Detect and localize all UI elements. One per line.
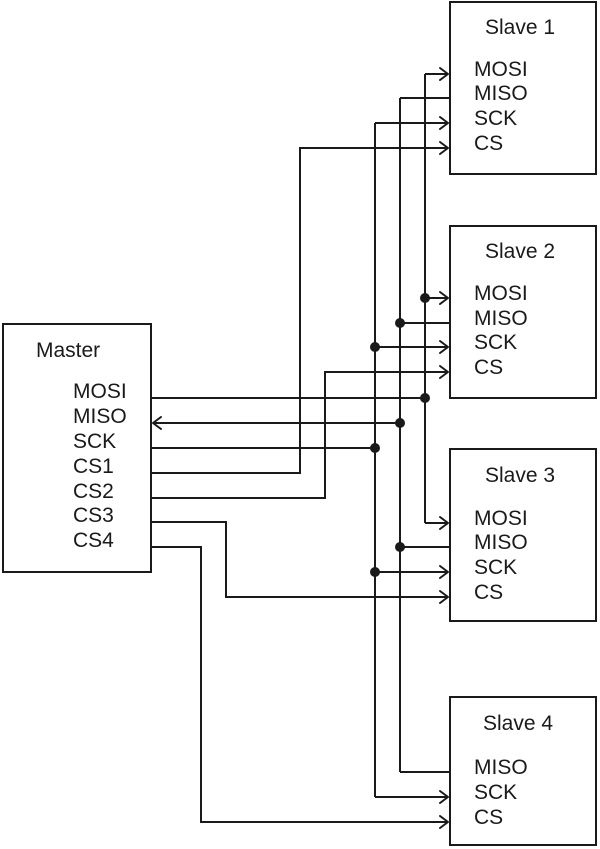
junction-dot: [420, 293, 430, 303]
master-pin-cs1: CS1: [73, 455, 114, 478]
cs3-line: [151, 521, 449, 604]
slave-4-box: [449, 696, 597, 846]
slave-1-pin-miso: MISO: [474, 82, 528, 105]
slave-3-pin-mosi: MOSI: [474, 507, 528, 530]
slave-2-box: [449, 225, 597, 399]
master-pin-cs4: CS4: [73, 529, 114, 552]
arrow-icon: [439, 815, 449, 829]
master-pin-sck: SCK: [73, 430, 116, 453]
slave-1-pin-mosi: MOSI: [474, 58, 528, 81]
slave-4-pin-miso: MISO: [474, 756, 528, 779]
cs1-line: [151, 141, 449, 474]
slave-2-pin-mosi: MOSI: [474, 282, 528, 305]
cs4-line: [151, 546, 449, 829]
junction-dot: [395, 318, 405, 328]
master-pin-cs2: CS2: [73, 480, 114, 503]
junction-dot: [370, 342, 380, 352]
slave-3-title: Slave 3: [485, 464, 555, 487]
arrow-icon: [439, 116, 449, 130]
slave-3-pin-miso: MISO: [474, 531, 528, 554]
slave-4-pin-cs: CS: [474, 806, 503, 829]
master-pin-miso: MISO: [73, 405, 127, 428]
arrow-icon: [439, 141, 449, 155]
slave-4-pin-sck: SCK: [474, 781, 517, 804]
slave-2-title: Slave 2: [485, 240, 555, 263]
arrow-icon: [439, 340, 449, 354]
slave-2-pin-sck: SCK: [474, 331, 517, 354]
master-box: [2, 323, 152, 573]
miso-bus: [152, 97, 450, 773]
arrow-icon: [439, 590, 449, 604]
junction-dot: [370, 567, 380, 577]
arrow-icon: [439, 365, 449, 379]
slave-1-box: [449, 1, 597, 175]
slave-1-pin-cs: CS: [474, 132, 503, 155]
arrow-icon: [439, 516, 449, 530]
arrow-icon: [439, 790, 449, 804]
cs2-line: [151, 365, 449, 499]
slave-2-pin-cs: CS: [474, 356, 503, 379]
sck-bus: [151, 116, 449, 804]
junction-dot: [395, 542, 405, 552]
slave-2-pin-miso: MISO: [474, 307, 528, 330]
slave-3-pin-sck: SCK: [474, 556, 517, 579]
slave-1-title: Slave 1: [485, 16, 555, 39]
arrow-icon: [152, 416, 162, 430]
slave-4-title: Slave 4: [483, 712, 553, 735]
junction-dot: [395, 418, 405, 428]
junction-dot: [420, 393, 430, 403]
arrow-icon: [439, 565, 449, 579]
arrow-icon: [439, 67, 449, 81]
master-pin-mosi: MOSI: [73, 380, 127, 403]
arrow-icon: [439, 291, 449, 305]
slave-3-box: [449, 448, 597, 622]
slave-3-pin-cs: CS: [474, 581, 503, 604]
junction-dot: [370, 443, 380, 453]
master-pin-cs3: CS3: [73, 504, 114, 527]
master-title: Master: [36, 339, 100, 362]
slave-1-pin-sck: SCK: [474, 107, 517, 130]
